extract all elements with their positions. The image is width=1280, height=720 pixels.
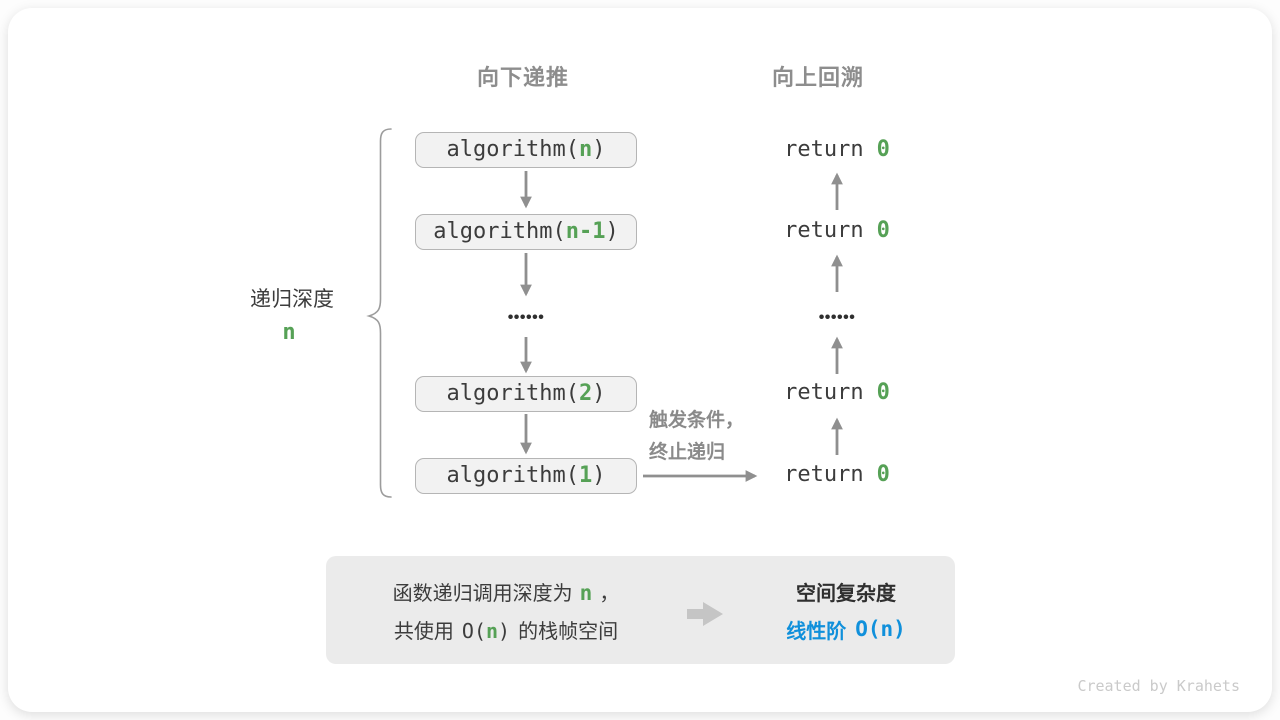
- call-text: ): [592, 137, 606, 162]
- return-keyword: return: [784, 137, 864, 162]
- summary-text: 的栈帧空间: [518, 620, 619, 643]
- call-text: algorithm(: [446, 463, 579, 488]
- call-box-n: algorithm(n): [415, 132, 637, 168]
- call-text: ): [592, 463, 606, 488]
- base-case-note-line2: 终止递归: [649, 442, 726, 463]
- base-case-note: 触发条件， 终止递归: [649, 405, 744, 469]
- watermark-credit: Created by Krahets: [1077, 677, 1240, 695]
- summary-conclusion: 空间复杂度 线性阶 O(n): [737, 556, 955, 664]
- space-complexity-result: 线性阶 O(n): [786, 615, 906, 644]
- base-case-note-line1: 触发条件，: [649, 410, 745, 431]
- summary-line2: 共使用 O(n) 的栈帧空间: [394, 615, 618, 644]
- call-arg: n: [578, 137, 593, 162]
- call-text: algorithm(: [446, 381, 579, 406]
- call-box-n-1: algorithm(n-1): [415, 214, 637, 250]
- summary-var-n: n: [486, 618, 499, 643]
- formula-text: O(: [461, 618, 486, 643]
- call-box-1: algorithm(1): [415, 458, 637, 494]
- summary-text: ，: [599, 582, 620, 605]
- call-arg: n-1: [565, 219, 606, 244]
- header-descend: 向下递推: [476, 65, 569, 90]
- recursion-depth-label: 递归深度: [250, 288, 334, 311]
- ellipsis-right: ••••••: [818, 309, 856, 326]
- summary-formula: O(n): [462, 619, 510, 643]
- return-keyword: return: [784, 462, 864, 487]
- call-text: ): [592, 381, 606, 406]
- ellipsis-left: ••••••: [507, 309, 545, 326]
- return-statement: return 0: [737, 461, 937, 489]
- implies-arrow-icon: [687, 602, 723, 626]
- return-value: 0: [876, 137, 890, 162]
- recursion-depth-value: n: [282, 320, 296, 345]
- call-text: ): [605, 219, 619, 244]
- call-arg: 2: [578, 381, 593, 406]
- summary-line1: 函数递归调用深度为 n ，: [393, 577, 620, 606]
- return-keyword: return: [784, 380, 864, 405]
- summary-text: 共使用: [393, 620, 454, 643]
- return-value: 0: [876, 462, 890, 487]
- call-arg: 1: [578, 463, 593, 488]
- formula-text: ): [498, 618, 511, 643]
- return-value: 0: [876, 380, 890, 405]
- return-value: 0: [876, 218, 890, 243]
- call-box-2: algorithm(2): [415, 376, 637, 412]
- summary-panel: [326, 556, 955, 664]
- return-statement: return 0: [737, 217, 937, 245]
- call-text: algorithm(: [433, 219, 566, 244]
- space-complexity-title: 空间复杂度: [796, 582, 896, 605]
- complexity-order-label: 线性阶: [786, 620, 847, 643]
- return-statement: return 0: [737, 136, 937, 164]
- call-text: algorithm(: [446, 137, 579, 162]
- return-statement: return 0: [737, 379, 937, 407]
- header-backtrack: 向上回溯: [771, 65, 864, 90]
- summary-var-n: n: [579, 580, 593, 605]
- return-keyword: return: [784, 218, 864, 243]
- summary-text: 函数递归调用深度为: [392, 582, 573, 605]
- complexity-formula: O(n): [855, 617, 906, 641]
